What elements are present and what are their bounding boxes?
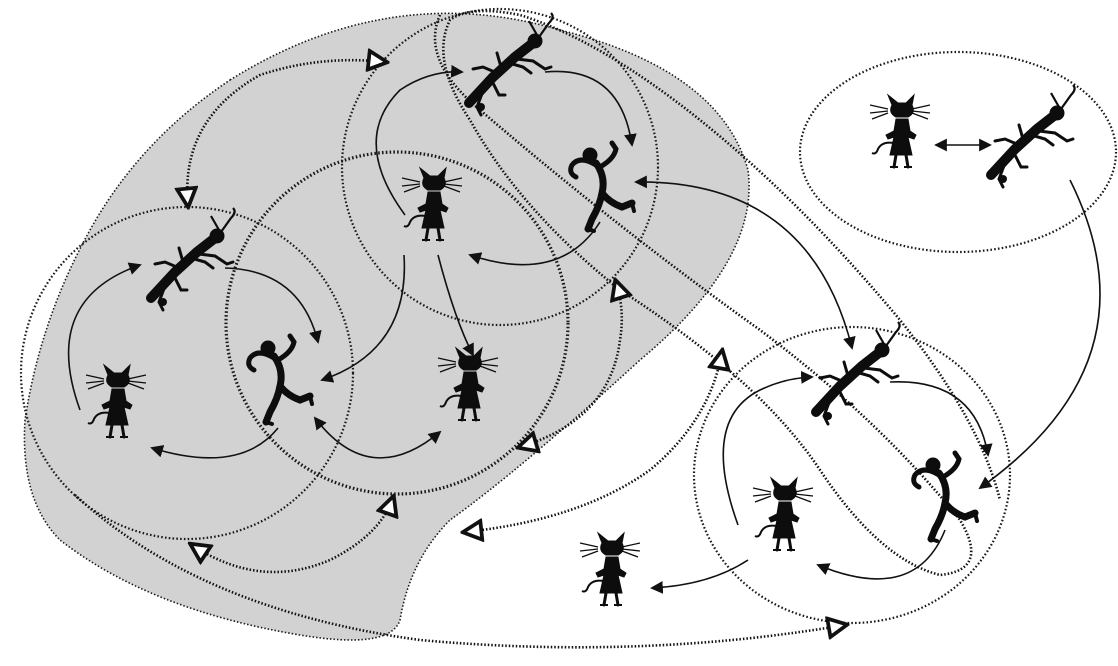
ant-figure (816, 322, 900, 424)
arrow-top-ant-to-dancer (544, 70, 637, 147)
group-left-circle (19, 205, 355, 541)
arrow-left-dancer-to-cat (150, 427, 279, 459)
group-top-circle (340, 7, 660, 327)
dancer-figure (914, 453, 977, 541)
arrow-br-ant-to-dancer (889, 381, 993, 457)
pair-ellipse (798, 50, 1118, 254)
cat-figure (578, 531, 642, 607)
arrow-top-cat-to-ant (375, 64, 464, 216)
arrow-left-cat-to-ant (67, 262, 142, 411)
arrow-br-dancer-to-cat (816, 529, 946, 580)
arrow-top-cat-to-mid-cat (437, 254, 474, 357)
cat-figure (868, 93, 932, 169)
group-bottom-right-ellipse (692, 325, 1012, 625)
dotted-link-mid-bottom (192, 498, 393, 574)
arrow-br-cat-to-outside-cat (650, 559, 749, 594)
dotted-link-to-bottom-right (465, 352, 722, 532)
ant-figure (991, 85, 1075, 187)
cat-figure (751, 476, 815, 552)
arrow-top-dancer-to-cat (468, 221, 601, 266)
arrow-left-ant-to-dancer (224, 267, 322, 344)
dotted-link-bottom (74, 494, 845, 649)
dotted-link-left-up (187, 60, 385, 205)
arrow-dancer-mid-cat (313, 416, 442, 459)
arrow-top-cat-to-left-dancer (320, 254, 406, 383)
arrow-br-cat-to-ant (722, 371, 814, 526)
arrow-top-dancer-to-br-ant (634, 175, 856, 350)
arrow-pair-ant-to-br-dancer (978, 179, 1101, 490)
